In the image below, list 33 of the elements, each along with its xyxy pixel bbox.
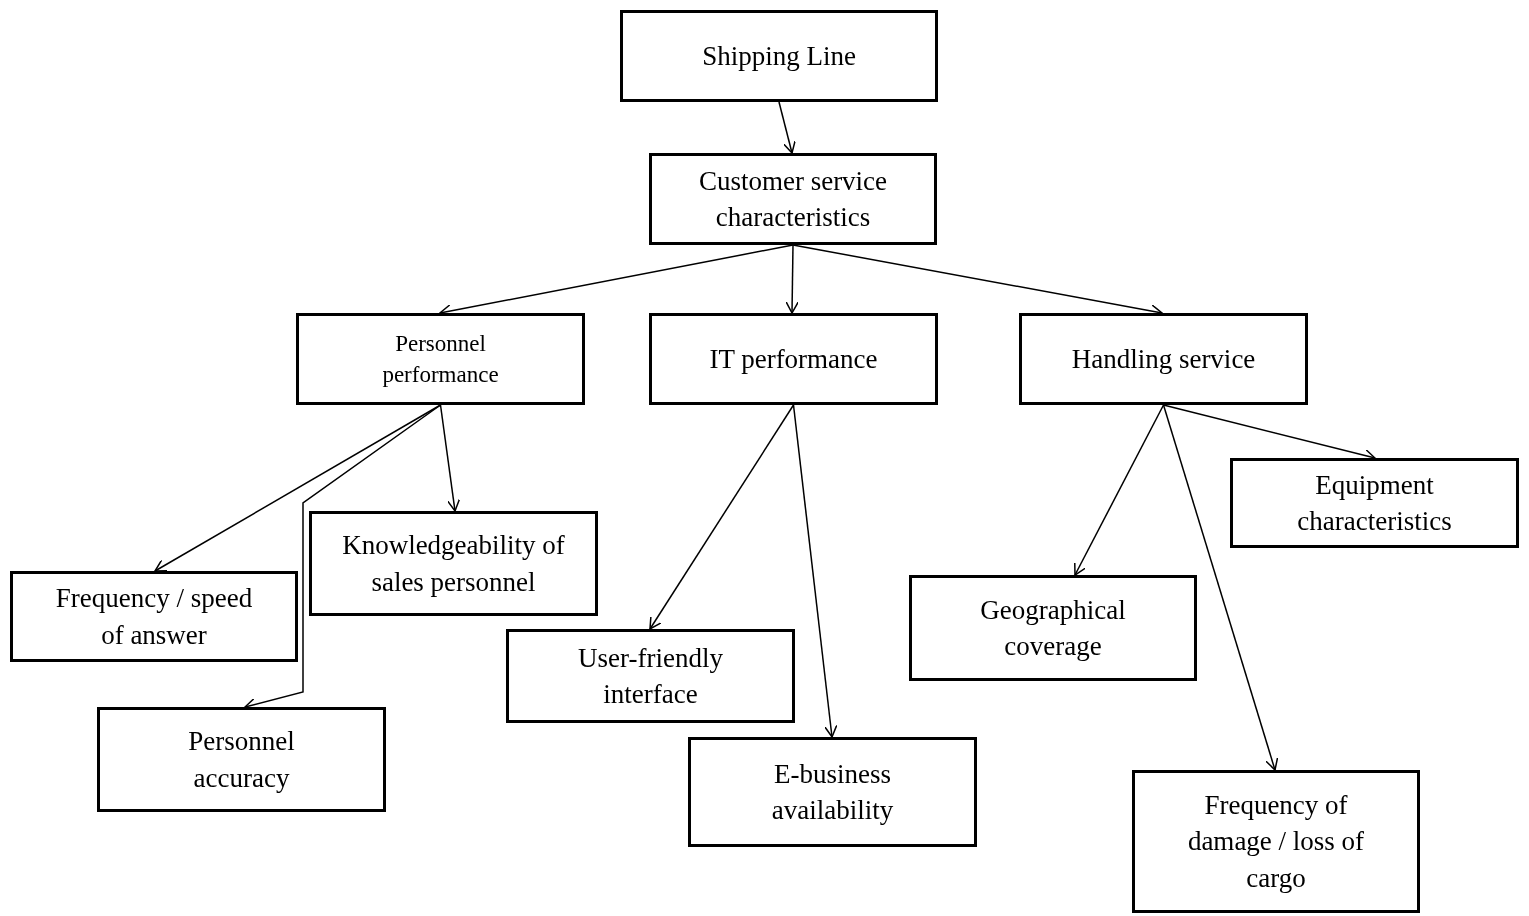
process-box [97,707,386,812]
process-box [296,313,585,405]
arrow [785,244,799,314]
arrow [439,404,461,512]
box-label: Personnel performance [381,329,500,389]
process-box [1132,770,1420,913]
process-box [506,629,795,723]
arrow [649,404,795,630]
process-box [909,575,1197,681]
process-box [1019,313,1308,405]
box-label: User-friendly interface [577,641,724,711]
box-label: Equipment characteristics [1296,468,1453,538]
process-box [620,10,938,102]
box-label: IT performance [709,342,878,376]
process-box [1230,458,1519,548]
arrow [792,404,838,738]
arrow [1074,404,1165,576]
box-label: Frequency of damage / loss of cargo [1186,788,1366,895]
process-box [688,737,977,847]
box-label: Shipping Line [702,39,856,73]
process-box [649,153,937,245]
box-label: Handling service [1071,342,1256,376]
arrow [1162,404,1279,771]
box-label: Personnel accuracy [187,725,296,795]
process-box [649,313,938,405]
box-label: Knowledgeability of sales personnel [341,529,566,599]
box-label: E-business availability [770,757,895,827]
box-label: Customer service characteristics [697,164,889,234]
process-box [10,571,298,662]
box-label: Frequency / speed of answer [54,582,254,652]
arrow [778,101,796,154]
process-box [309,511,598,616]
box-label: Geographical coverage [979,593,1127,663]
